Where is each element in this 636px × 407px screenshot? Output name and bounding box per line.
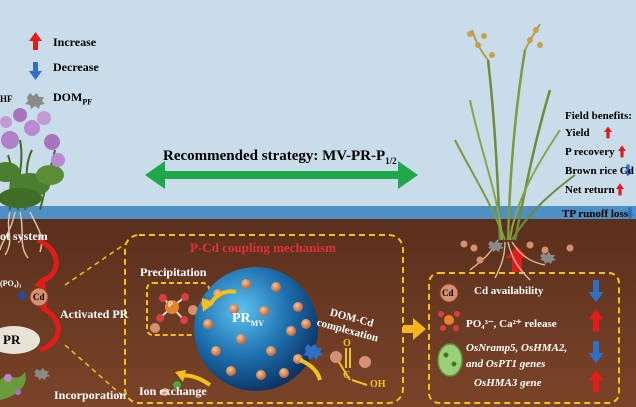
plant-residue — [0, 372, 26, 400]
water-layer — [0, 206, 636, 220]
field-benefit-item: Net return — [565, 184, 615, 196]
sphere-spot — [293, 302, 303, 312]
sphere-spot — [256, 370, 266, 380]
down-arrow-icon — [588, 341, 604, 364]
ion-green — [173, 381, 181, 389]
legend-dom-label: DOMPF — [53, 90, 92, 106]
sphere-spot — [236, 334, 246, 344]
strategy-label: Recommended strategy: MV-PR-P1/2 — [163, 148, 397, 166]
oh-label: OH — [370, 379, 386, 390]
sphere-spot — [286, 326, 296, 336]
legend-decrease-label: Decrease — [53, 60, 99, 74]
strategy-double-arrow — [145, 161, 418, 189]
mechanism-box — [124, 234, 404, 404]
ion-cd — [161, 388, 169, 396]
sphere-spot — [241, 279, 251, 289]
field-benefit-item: P recovery — [565, 146, 615, 158]
cd-label-left: Cd — [33, 292, 45, 302]
up-arrow-icon — [588, 309, 604, 332]
mechanism-to-effects-arrow — [403, 318, 426, 340]
down-arrow-icon — [626, 207, 634, 220]
increase-arrow-icon — [29, 32, 42, 50]
dom-splat-left — [34, 368, 50, 380]
hf-fragment: HF — [0, 94, 13, 104]
down-arrow-icon — [624, 164, 632, 177]
sphere-spot — [279, 368, 289, 378]
precipitation-label: Precipitation — [140, 265, 207, 279]
strategy-text: Recommended strategy: MV-PR-P — [163, 148, 386, 164]
zoom-line-top — [64, 243, 126, 286]
ion-exchange-label: Ion exchange — [139, 384, 207, 398]
tp-runoff-label: TP runoff loss — [562, 208, 629, 220]
phosphate-small-icon — [438, 311, 460, 331]
formula-fragment: (PO₄)₃ — [0, 279, 22, 288]
up-arrow-icon — [588, 370, 604, 393]
sphere-spot — [266, 346, 276, 356]
p-atom-label: P — [168, 300, 173, 309]
dom-cd-complex — [303, 344, 371, 386]
up-arrow-icon — [618, 145, 626, 158]
effect-item: Cd availability — [474, 285, 544, 297]
sky-background — [0, 0, 636, 212]
sphere-spot — [259, 306, 269, 316]
green-manure-plant — [0, 108, 65, 259]
sphere-label-text: PR — [232, 311, 251, 326]
legend-dom-sub: PF — [82, 97, 93, 107]
precipitation-box — [146, 282, 210, 336]
pr-pile — [0, 326, 40, 354]
activated-pr-label: Activated PR — [60, 307, 129, 321]
effect-item: PO₄³⁻, Ca²⁺ release — [466, 318, 557, 330]
effect-item: and OsPT1 genes — [466, 358, 546, 370]
sphere-spot — [271, 282, 281, 292]
zoom-line-bottom — [64, 344, 126, 399]
sphere-spot — [203, 319, 213, 329]
pr-label: PR — [3, 332, 21, 347]
sphere-label: PRMV — [232, 311, 264, 328]
plus-icon — [17, 290, 27, 301]
field-benefit-item: Yield — [565, 127, 590, 139]
strategy-sub: 1/2 — [385, 156, 397, 166]
decrease-arrow-icon — [29, 62, 42, 80]
legend-dom-text: DOM — [53, 90, 83, 104]
incorporation-label: Incorporation — [54, 388, 126, 402]
rice-plant — [454, 23, 576, 281]
legend-increase-label: Increase — [53, 35, 97, 49]
sphere-spot — [301, 319, 311, 329]
cd-ion-effects — [439, 283, 459, 303]
incorporation-curve-arrow — [39, 305, 61, 353]
dom-splat-icon — [25, 93, 45, 109]
cd-ion-left — [29, 287, 49, 307]
sphere-spot — [229, 304, 239, 314]
field-benefits-title: Field benefits: — [565, 110, 632, 122]
mechanism-title: P-Cd coupling mechanism — [190, 240, 336, 255]
up-arrow-icon — [616, 183, 624, 196]
cd-label-effects: Cd — [442, 288, 454, 298]
phosphate-molecule — [150, 293, 198, 333]
effect-item: OsHMA3 gene — [474, 377, 542, 389]
up-arrow-icon — [604, 126, 612, 139]
pr-mv-sphere — [194, 267, 318, 391]
sphere-spot — [226, 366, 236, 376]
carbon-label: C — [343, 370, 351, 381]
root-to-pr-curve-arrow — [36, 237, 59, 285]
dom-curve-arrow — [299, 358, 322, 381]
oxygen-label: O — [343, 338, 351, 349]
sphere-label-sub: MV — [250, 318, 264, 328]
plant-cell-icon — [437, 343, 463, 377]
effect-item: OsNramp5, OsHMA2, — [466, 342, 568, 354]
down-arrow-icon — [588, 280, 604, 303]
field-benefit-item: Brown rice Cd — [565, 165, 634, 177]
sphere-spot — [211, 346, 221, 356]
root-system-label: ot system — [0, 229, 48, 243]
